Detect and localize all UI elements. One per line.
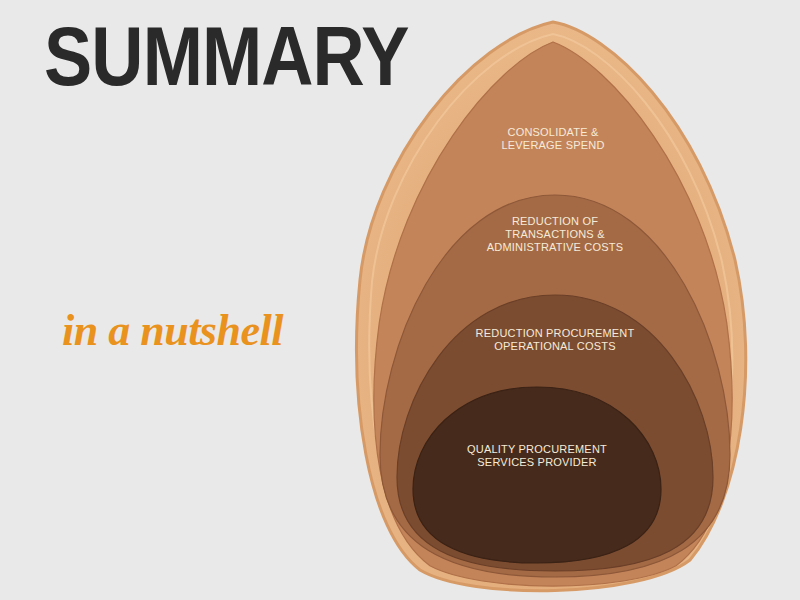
layer-label: REDUCTION OF TRANSACTIONS & ADMINISTRATI…: [470, 215, 640, 254]
nut-layer: QUALITY PROCUREMENT SERVICES PROVIDER: [413, 387, 661, 563]
layer-label: REDUCTION PROCUREMENT OPERATIONAL COSTS: [455, 327, 655, 353]
slide-title: SUMMARY: [44, 14, 409, 98]
layer-outline: [397, 295, 713, 571]
layer-label: QUALITY PROCUREMENT SERVICES PROVIDER: [452, 443, 622, 469]
outer-shell: [357, 22, 746, 591]
subtitle-label: in a nutshell: [62, 305, 283, 356]
layer-outline: [413, 387, 661, 563]
layer-outline: [374, 42, 732, 586]
nut-layer: REDUCTION PROCUREMENT OPERATIONAL COSTS Q…: [397, 295, 713, 571]
layer-outline: [380, 195, 730, 577]
nut-layer: REDUCTION OF TRANSACTIONS & ADMINISTRATI…: [380, 195, 730, 577]
layer-shape: [413, 387, 661, 563]
layer-label: CONSOLIDATE & LEVERAGE SPEND: [478, 126, 628, 152]
nut-layer: CONSOLIDATE & LEVERAGE SPEND REDUCTION OF…: [372, 42, 734, 582]
